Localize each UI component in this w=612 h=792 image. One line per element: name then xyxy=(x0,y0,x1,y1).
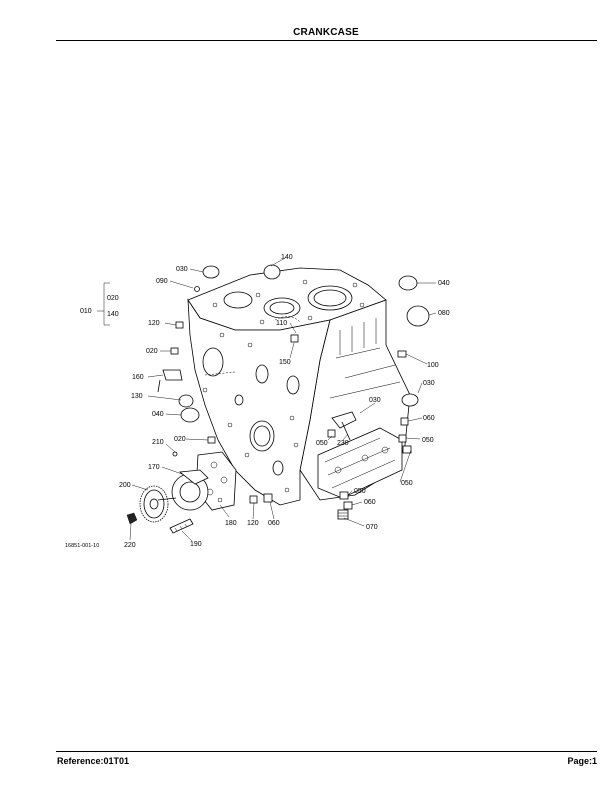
footer-reference: Reference:01T01 xyxy=(57,756,130,766)
callout-labels: 140 030 090 040 080 010 020 140 120 110 … xyxy=(80,254,450,549)
nut-and-bolt xyxy=(126,512,194,534)
callout-label: 120 xyxy=(247,520,259,527)
callout-label: 060 xyxy=(268,520,280,527)
crankcase-body xyxy=(187,267,411,506)
callout-label: 180 xyxy=(225,520,237,527)
callout-label: 050 xyxy=(354,488,366,495)
callout-label: 140 xyxy=(107,311,119,318)
callout-label: 010 xyxy=(80,308,92,315)
drive-gear xyxy=(139,485,177,523)
footer-rule xyxy=(56,751,597,752)
expansion-plugs xyxy=(178,264,430,423)
callout-label: 020 xyxy=(174,436,186,443)
footer-page-number: Page:1 xyxy=(567,756,597,766)
header-rule xyxy=(56,40,597,41)
callout-label: 170 xyxy=(148,464,160,471)
callout-label: 140 xyxy=(281,254,293,261)
callout-label: 110 xyxy=(276,320,287,327)
callout-label: 130 xyxy=(131,393,143,400)
callout-label: 020 xyxy=(146,348,158,355)
callout-label: 120 xyxy=(148,320,160,327)
callout-label: 050 xyxy=(316,440,328,447)
callout-label: 150 xyxy=(279,359,291,366)
callout-label: 050 xyxy=(401,480,413,487)
callout-label: 060 xyxy=(364,499,376,506)
callout-label: 100 xyxy=(427,362,439,369)
callout-label: 020 xyxy=(107,295,119,302)
callout-label: 080 xyxy=(438,310,450,317)
callout-label: 090 xyxy=(156,278,168,285)
callout-label: 070 xyxy=(366,524,378,531)
oil-pump xyxy=(171,469,209,511)
figure-id: 16851-001-10 xyxy=(65,543,99,549)
callout-label: 040 xyxy=(438,280,450,287)
callout-label: 030 xyxy=(423,380,435,387)
page-title: CRANKCASE xyxy=(293,27,359,38)
small-fittings xyxy=(157,286,412,520)
callout-label: 160 xyxy=(132,374,144,381)
bracket-010 xyxy=(103,282,110,326)
callout-label: 210 xyxy=(152,439,164,446)
callout-label: 190 xyxy=(190,541,202,548)
callout-label: 060 xyxy=(423,415,435,422)
callout-label: 220 xyxy=(124,542,136,549)
leader-lines xyxy=(97,257,437,542)
callout-label: 030 xyxy=(176,266,188,273)
callout-label: 200 xyxy=(119,482,131,489)
callout-label: 050 xyxy=(422,437,434,444)
callout-label: 230 xyxy=(337,440,349,447)
callout-label: 030 xyxy=(369,397,381,404)
callout-label: 040 xyxy=(152,411,164,418)
